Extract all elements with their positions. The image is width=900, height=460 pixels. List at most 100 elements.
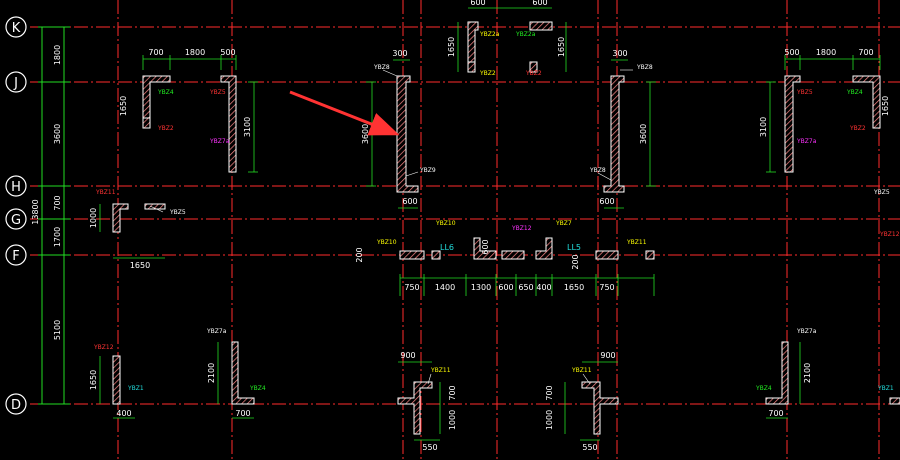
dim-top-center-2: 600 [532, 0, 547, 7]
wall-tc-right-top [529, 21, 553, 31]
wall-f-2 [431, 250, 441, 260]
tag-t9: YBZ8 [373, 64, 390, 71]
wall-d-3 [397, 381, 433, 435]
dim-2100-d2: 2100 [207, 363, 216, 383]
dim-row-4: 600 [498, 283, 513, 292]
axis-label-d: D [11, 398, 21, 413]
dim-200-f2: 200 [571, 254, 580, 269]
dimension-lines [99, 7, 881, 441]
tag-t16: YBZ2 [849, 125, 866, 132]
axis-bubble-g [5, 208, 27, 230]
wall-d-4 [581, 381, 619, 435]
dim-1650-d1: 1650 [89, 370, 98, 390]
dim-top-center-1: 600 [470, 0, 485, 7]
dim-row-8: 750 [599, 283, 614, 292]
dim-700-d5: 700 [768, 409, 783, 418]
tag-leaders [149, 69, 633, 385]
wall-tr-left [784, 75, 801, 173]
wall-cr-tall [603, 75, 625, 193]
wall-f-6 [595, 250, 619, 260]
axis-label-f: F [12, 249, 19, 264]
dim-550-d3: 550 [422, 443, 437, 452]
tag-t34: YBZ1 [877, 385, 894, 392]
tag-t1: YBZ2a [479, 31, 500, 38]
dim-row-1: 750 [404, 283, 419, 292]
tag-t3: YBZ2 [479, 70, 496, 77]
tag-t13: YBZ5 [796, 89, 813, 96]
tag-t6: YBZ5 [209, 89, 226, 96]
wall-f-5 [535, 237, 553, 260]
wall-d-2 [231, 341, 255, 405]
axis-bubble-j [5, 71, 27, 93]
axis-bubbles [5, 16, 27, 415]
dim-3600-right: 3600 [639, 124, 648, 144]
axis-label-h: H [11, 180, 21, 195]
dim-3600-left: 3600 [361, 124, 370, 144]
tag-t31: YBZ11 [571, 367, 592, 374]
axis-label-k: K [12, 21, 21, 36]
dim-row-2: 1400 [435, 283, 455, 292]
tag-t25: YBZ11 [626, 239, 647, 246]
dim-300-right: 300 [612, 49, 627, 58]
tag-t11: YBZ8 [636, 64, 653, 71]
dim-3100-right: 3100 [759, 117, 768, 137]
dim-1650-center2: 1650 [557, 37, 566, 57]
wall-f-3 [473, 237, 497, 260]
tag-t17: YBZ7a [796, 138, 817, 145]
tag-t20: YBZ10 [435, 220, 456, 227]
tag-t32: YBZ7a [796, 328, 817, 335]
tag-t19: YBZ5 [873, 189, 890, 196]
dim-2100-d5: 2100 [803, 363, 812, 383]
wall-tl-right [220, 75, 237, 173]
tag-t10: YBZ9 [419, 167, 436, 174]
tag-t33: YBZ4 [755, 385, 772, 392]
dim-1000-d3: 1000 [448, 410, 457, 430]
dim-1000-g: 1000 [89, 208, 98, 228]
dim-600-left: 600 [402, 197, 417, 206]
dim-row-7: 1650 [564, 283, 584, 292]
tag-t30: YBZ11 [430, 367, 451, 374]
tag-t15: YBZ4 [846, 89, 863, 96]
tag-t8: YBZ7a [209, 138, 230, 145]
wall-f-1 [399, 250, 425, 260]
dim-seg-2: 3600 [53, 124, 62, 144]
dim-row-3: 1300 [471, 283, 491, 292]
axis-bubble-h [5, 175, 27, 197]
dim-700-d3: 700 [448, 385, 457, 400]
dim-3100-left: 3100 [243, 117, 252, 137]
dim-top-right-3: 700 [858, 48, 873, 57]
tag-t4: YBZ2 [525, 70, 542, 77]
dim-row-6: 400 [536, 283, 551, 292]
wall-d-5 [765, 341, 789, 405]
wall-tr-corner [852, 75, 881, 129]
tag-t21: YBZ12 [511, 225, 532, 232]
axis-label-j: J [13, 76, 18, 91]
dim-seg-5: 5100 [53, 320, 62, 340]
dim-1650-g: 1650 [130, 261, 150, 270]
tag-t12: YBZ8 [589, 167, 606, 174]
tag-t22: YBZ7 [555, 220, 572, 227]
wall-f-4 [501, 250, 525, 260]
wall-cl-tall [396, 75, 419, 193]
axis-bubble-f [5, 244, 27, 266]
tag-t7: YBZ2 [157, 125, 174, 132]
dim-seg-3: 700 [53, 195, 62, 210]
dim-top-right-1: 500 [784, 48, 799, 57]
tag-t26: YBZ12 [93, 344, 114, 351]
tag-t28: YBZ7a [206, 328, 227, 335]
wall-d-1 [112, 355, 121, 405]
dim-1000-d4: 1000 [545, 410, 554, 430]
dim-700-d2: 700 [235, 409, 250, 418]
dim-1650-top-left: 1650 [119, 96, 128, 116]
left-dimension-chain [38, 26, 70, 405]
dim-top-right-2: 1800 [816, 48, 836, 57]
walls [112, 21, 900, 435]
wall-tc-right-bot [529, 61, 538, 73]
tag-t24: YBZ10 [376, 239, 397, 246]
dim-900-d3: 900 [400, 351, 415, 360]
axis-bubble-d [5, 393, 27, 415]
wall-g-left [112, 203, 129, 233]
tag-t14: YBZ5 [169, 209, 186, 216]
dim-600-f: 600 [481, 239, 490, 254]
